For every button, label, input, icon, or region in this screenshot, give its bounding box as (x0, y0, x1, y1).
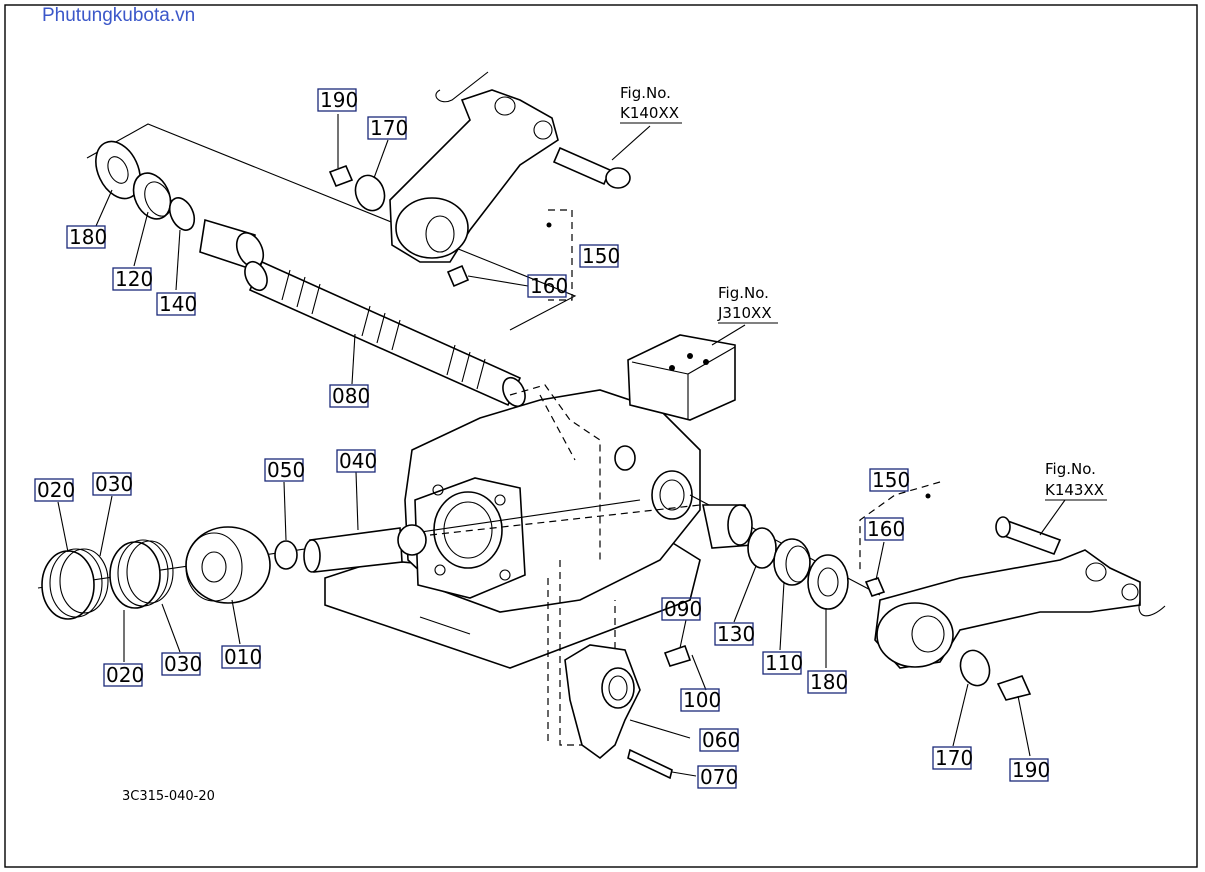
svg-text:180: 180 (810, 670, 848, 694)
part-label-150-right: 150 (869, 468, 910, 492)
part-label-050: 050 (264, 458, 305, 482)
fig-ref-k140: Fig.No. K140XX (620, 84, 682, 124)
part-label-030-top: 030 (92, 472, 133, 496)
fig-ref-k143: Fig.No. K143XX (1045, 460, 1107, 501)
part-label-190-top: 190 (317, 88, 358, 112)
part-label-180-left: 180 (66, 225, 107, 249)
part-label-140: 140 (156, 292, 197, 316)
svg-text:J310XX: J310XX (717, 304, 772, 322)
svg-text:030: 030 (95, 472, 133, 496)
part-label-080: 080 (329, 384, 370, 408)
svg-text:040: 040 (339, 449, 377, 473)
svg-text:080: 080 (332, 384, 370, 408)
svg-text:170: 170 (935, 746, 973, 770)
svg-text:160: 160 (867, 517, 905, 541)
bottom-link-group (564, 644, 707, 780)
part-label-010: 010 (221, 645, 262, 669)
diagram-frame (4, 4, 1198, 868)
svg-text:150: 150 (582, 244, 620, 268)
diagram-code: 3C315-040-20 (122, 789, 215, 804)
svg-text:030: 030 (164, 652, 202, 676)
part-label-120: 120 (112, 267, 153, 291)
part-label-180-right: 180 (807, 670, 848, 694)
part-label-130: 130 (714, 622, 755, 646)
svg-text:070: 070 (700, 765, 738, 789)
part-label-160-top: 160 (527, 274, 568, 298)
svg-text:160: 160 (530, 274, 568, 298)
svg-text:050: 050 (267, 458, 305, 482)
center-housing-group (324, 334, 736, 746)
svg-text:120: 120 (115, 267, 153, 291)
svg-text:Fig.No.: Fig.No. (718, 284, 769, 302)
svg-text:090: 090 (664, 597, 702, 621)
svg-text:150: 150 (872, 468, 910, 492)
svg-text:K140XX: K140XX (620, 104, 679, 122)
top-assembly-group (86, 71, 631, 408)
part-label-020-bottom: 020 (103, 663, 144, 687)
part-label-170-top: 170 (367, 116, 408, 140)
svg-text:020: 020 (106, 663, 144, 687)
svg-text:190: 190 (1012, 758, 1050, 782)
svg-text:060: 060 (702, 728, 740, 752)
svg-text:100: 100 (683, 688, 721, 712)
svg-text:110: 110 (765, 651, 803, 675)
svg-text:Fig.No.: Fig.No. (620, 84, 671, 102)
part-label-110: 110 (762, 651, 803, 675)
part-label-060: 060 (699, 728, 740, 752)
piston-group (37, 499, 641, 620)
part-label-040: 040 (336, 449, 377, 473)
svg-text:190: 190 (320, 88, 358, 112)
watermark-text: Phutungkubota.vn (42, 5, 195, 26)
svg-text:K143XX: K143XX (1045, 481, 1104, 499)
part-label-030-bottom: 030 (161, 652, 202, 676)
svg-text:010: 010 (224, 645, 262, 669)
part-label-150-top: 150 (579, 244, 620, 268)
svg-text:170: 170 (370, 116, 408, 140)
part-label-100: 100 (680, 688, 721, 712)
svg-text:180: 180 (69, 225, 107, 249)
leader-lines (57, 114, 1066, 777)
part-label-190-bottom: 190 (1009, 758, 1050, 782)
svg-text:130: 130 (717, 622, 755, 646)
svg-text:140: 140 (159, 292, 197, 316)
part-label-160-right: 160 (864, 517, 905, 541)
part-label-090: 090 (661, 597, 702, 621)
part-label-070: 070 (697, 765, 738, 789)
right-arm-group (689, 481, 1166, 701)
svg-text:Fig.No.: Fig.No. (1045, 460, 1096, 478)
part-label-020-top: 020 (34, 478, 75, 502)
fig-ref-j310: Fig.No. J310XX (717, 284, 778, 324)
svg-text:020: 020 (37, 478, 75, 502)
part-label-170-bottom: 170 (932, 746, 973, 770)
